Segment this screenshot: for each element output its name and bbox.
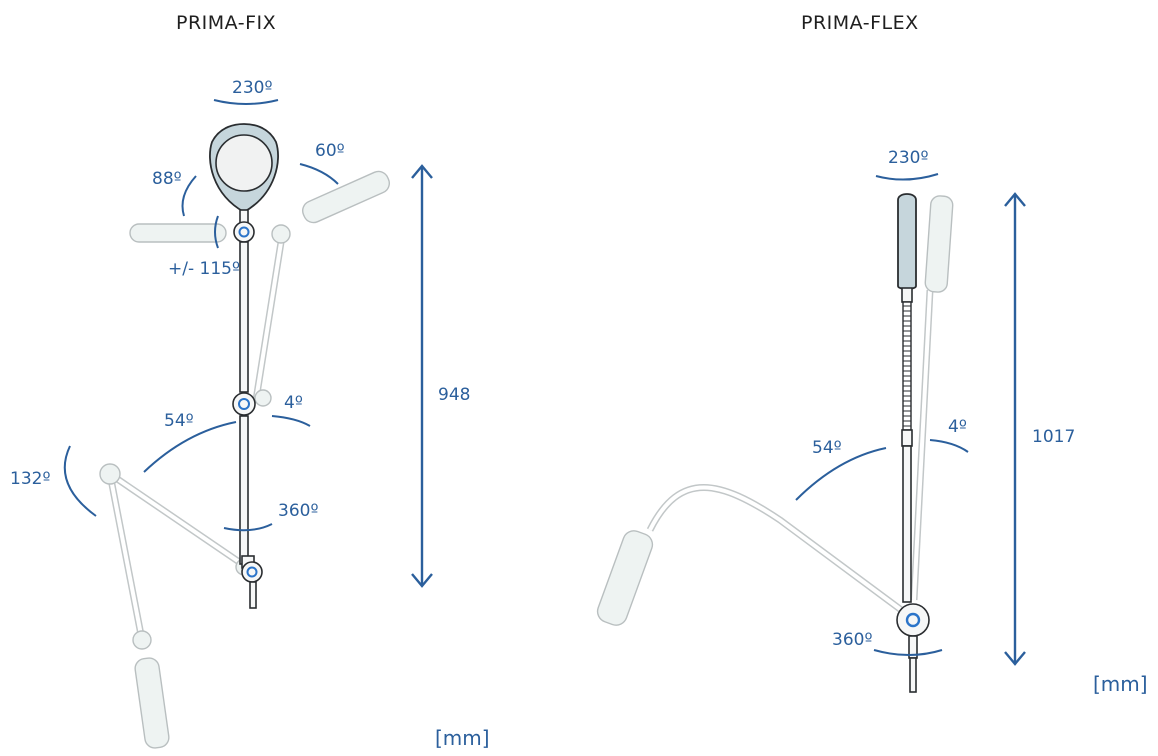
flex-head-collar [901,287,913,303]
ghost-joint-elbow [254,389,272,407]
head-tilt-label: 88º [152,169,182,189]
flex-head-rotation-label: 230º [888,148,928,168]
upper-arm [239,241,249,393]
ghost-joint-swing [99,463,121,485]
arm-upper-arc [271,415,311,427]
ghost-joint-right [271,224,291,244]
arm-lift-arc [63,445,97,517]
prima-flex-title: PRIMA-FLEX [801,12,919,34]
prima-fix-ghost-positions [99,170,390,749]
prima-flex-height-dimension [1004,192,1026,666]
head-swing-arc [299,163,339,185]
ghost-head-right [302,170,390,224]
flex-base-joint [896,603,930,637]
flex-coupler [901,429,913,447]
ghost-gooseneck-curved [646,484,907,615]
prima-flex-height-label: 1017 [1032,427,1075,447]
base-rotation-label: 360º [278,501,318,521]
base-joint [241,561,263,583]
arm-lower-label: 54º [164,411,194,431]
prima-fix-height-label: 948 [438,385,470,405]
arm-lower-arc [143,421,237,473]
flex-arm-lower-arc [795,447,887,501]
flex-arm-upper-arc [929,439,969,453]
lower-arm [239,415,249,565]
head-tilt-arc [181,175,197,217]
flex-base-rotation-label: 360º [832,630,872,650]
head-rotation-arc [213,99,279,105]
arm-upper-label: 4º [284,393,303,413]
flex-head-rotation-arc [875,173,939,181]
head-rotation-label: 230º [232,78,272,98]
mount-pin [249,581,257,609]
prima-flex-lamp: 230º 54º 4º 360º 1017 [596,148,1075,693]
ghost-head-vertical [924,195,954,293]
ghost-joint-drop [132,630,152,650]
flex-mount-pin [909,657,917,693]
prima-flex-ghost-positions [596,195,954,626]
prima-fix-unit: [mm] [435,726,490,750]
head-swing-label: 60º [315,141,345,161]
flex-arm-upper-label: 4º [948,417,967,437]
lamp-lens [215,134,273,192]
flex-arm-lower-label: 54º [812,438,842,458]
prima-fix-lamp: 230º 88º 60º +/- 115º 54º 4º 132º 360º 9… [10,78,470,749]
base-rotation-arc [223,523,273,532]
ghost-head-curved [596,530,654,626]
head-rotate-label: +/- 115º [168,259,240,279]
prima-fix-main-lamp [209,123,279,609]
head-rotate-arc [214,215,219,249]
prima-flex-main-lamp [896,193,930,693]
prima-fix-title: PRIMA-FIX [176,12,277,34]
ghost-head-left [129,223,227,243]
flex-base-rotation-arc [873,649,943,656]
head-joint [233,221,255,243]
elbow-joint [232,392,256,416]
prima-fix-height-dimension [411,164,433,588]
flex-lamp-head [897,193,917,290]
arm-lift-label: 132º [10,469,50,489]
ghost-head-drop [134,657,170,749]
flex-post [902,445,912,603]
prima-flex-unit: [mm] [1093,672,1148,696]
